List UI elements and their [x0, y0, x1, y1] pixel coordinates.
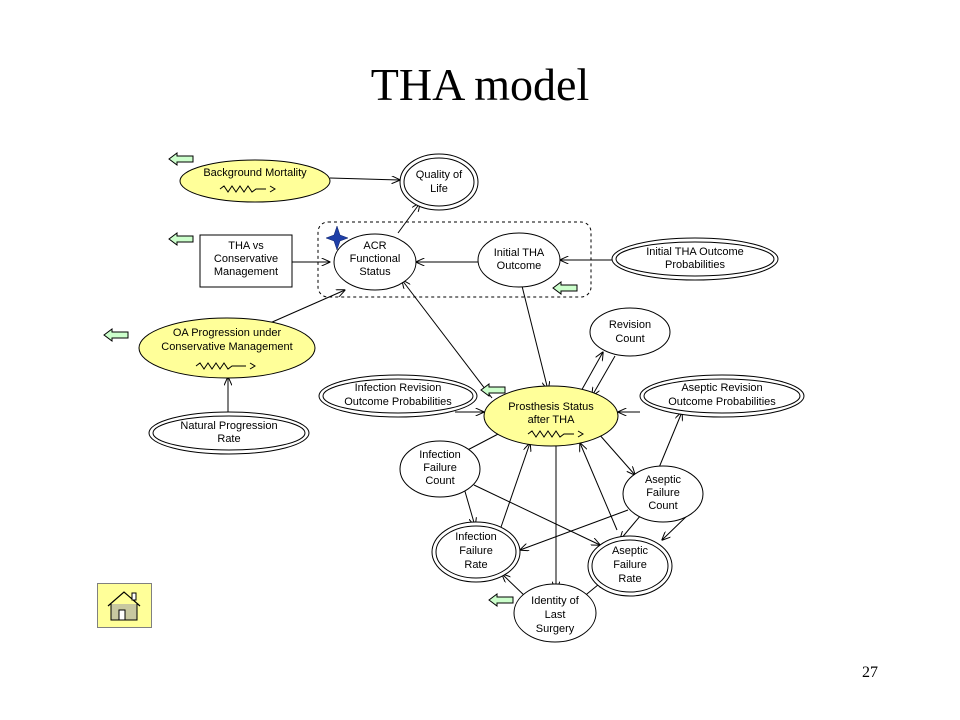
edge — [579, 352, 603, 394]
slide-title: THA model — [370, 59, 590, 110]
node-aseptic-revision-outcome-probabilities[interactable]: Aseptic Revision Outcome Probabilities — [639, 374, 805, 418]
node-label: Failure — [423, 462, 457, 474]
squiggle-arrow-icon — [219, 185, 266, 193]
node-tha-vs-conservative[interactable]: THA vs Conservative Management — [199, 234, 293, 288]
node-label: Aseptic — [645, 474, 682, 486]
edge — [592, 355, 616, 396]
node-label: Count — [425, 475, 454, 487]
left-arrow-icon[interactable] — [552, 281, 578, 295]
node-label: Quality of — [416, 169, 463, 181]
node-label: Conservative Management — [161, 341, 292, 353]
node-initial-tha-outcome[interactable]: Initial THA Outcome — [477, 232, 561, 288]
node-label: Aseptic Revision — [681, 382, 762, 394]
node-label: Status — [359, 266, 391, 278]
node-label: Failure — [613, 559, 647, 571]
node-infection-failure-rate[interactable]: Infection Failure Rate — [431, 521, 521, 583]
left-arrow-icon[interactable] — [168, 232, 194, 246]
node-label: Last — [545, 609, 566, 621]
node-oa-progression[interactable]: OA Progression under Conservative Manage… — [138, 317, 316, 379]
node-label: after THA — [528, 414, 576, 426]
node-label: Outcome Probabilities — [344, 396, 452, 408]
edge — [580, 443, 618, 531]
edge — [597, 432, 635, 475]
edge — [402, 280, 493, 399]
node-label: Conservative — [214, 253, 278, 265]
node-label: Infection — [455, 531, 497, 543]
home-button[interactable] — [97, 583, 152, 628]
node-label: Infection — [419, 449, 461, 461]
node-label: Natural Progression — [180, 420, 277, 432]
node-label: Background Mortality — [203, 167, 307, 179]
node-label: Surgery — [536, 623, 575, 635]
edge — [499, 443, 530, 531]
node-label: Failure — [646, 487, 680, 499]
page-number: 27 — [862, 664, 878, 681]
node-quality-of-life[interactable]: Quality of Life — [399, 153, 479, 211]
node-label: Count — [615, 333, 644, 345]
node-label: Failure — [459, 545, 493, 557]
node-background-mortality[interactable]: Background Mortality — [179, 159, 331, 203]
edge — [521, 285, 548, 390]
node-acr-functional-status[interactable]: ACR Functional Status — [333, 233, 417, 291]
node-identity-of-last-surgery[interactable]: Identity of Last Surgery — [513, 583, 597, 643]
node-natural-progression-rate[interactable]: Natural Progression Rate — [148, 411, 310, 455]
edge — [502, 574, 528, 599]
left-arrow-icon[interactable] — [103, 328, 129, 342]
edge — [520, 509, 629, 550]
node-label: Probabilities — [665, 259, 725, 271]
node-label: ACR — [363, 240, 386, 252]
node-label: Infection Revision — [355, 382, 442, 394]
node-label: Initial THA — [494, 247, 545, 259]
node-label: Revision — [609, 319, 651, 331]
house-icon — [107, 591, 141, 621]
edge — [397, 203, 420, 234]
edge — [463, 487, 475, 526]
node-label: Rate — [464, 559, 487, 571]
node-aseptic-failure-rate[interactable]: Aseptic Failure Rate — [587, 535, 673, 597]
node-initial-tha-outcome-probabilities[interactable]: Initial THA Outcome Probabilities — [611, 237, 779, 281]
node-label: THA vs — [228, 240, 264, 252]
edge — [473, 484, 600, 545]
node-label: Life — [430, 183, 448, 195]
node-label: Outcome Probabilities — [668, 396, 776, 408]
edge — [269, 290, 345, 324]
squiggle-arrow-icon — [195, 362, 246, 370]
left-arrow-icon[interactable] — [168, 152, 194, 166]
edge — [657, 412, 682, 471]
squiggle-arrow-icon — [527, 430, 574, 438]
node-label: Functional — [350, 253, 401, 265]
node-label: Initial THA Outcome — [646, 246, 744, 258]
node-infection-revision-outcome-probabilities[interactable]: Infection Revision Outcome Probabilities — [318, 374, 478, 418]
node-label: Identity of — [531, 595, 580, 607]
left-arrow-icon[interactable] — [488, 593, 514, 607]
node-label: Rate — [618, 573, 641, 585]
node-label: OA Progression under — [173, 327, 282, 339]
node-label: Count — [648, 500, 677, 512]
node-aseptic-failure-count[interactable]: Aseptic Failure Count — [622, 465, 704, 523]
star-icon — [325, 225, 349, 251]
node-infection-failure-count[interactable]: Infection Failure Count — [399, 440, 481, 498]
left-arrow-icon[interactable] — [480, 383, 506, 397]
node-label: Prosthesis Status — [508, 401, 594, 413]
node-prosthesis-status[interactable]: Prosthesis Status after THA — [483, 385, 619, 447]
node-label: Management — [214, 266, 278, 278]
node-revision-count[interactable]: Revision Count — [589, 307, 671, 357]
node-label: Rate — [217, 433, 240, 445]
edge — [329, 178, 400, 180]
node-label: Aseptic — [612, 545, 649, 557]
node-label: Outcome — [497, 260, 542, 272]
